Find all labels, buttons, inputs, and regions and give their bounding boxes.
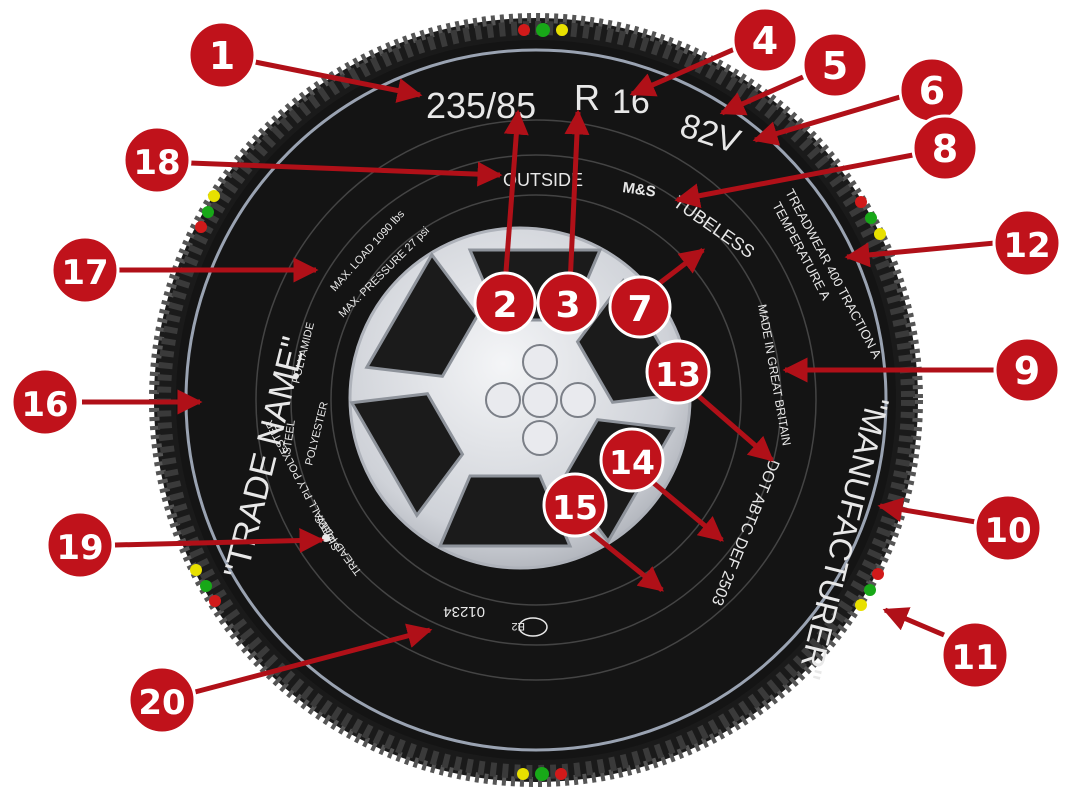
indicator-dot-green — [865, 212, 877, 224]
svg-text:12: 12 — [1003, 226, 1050, 266]
callout-20: 20 — [129, 667, 195, 733]
callout-13: 13 — [647, 341, 709, 403]
indicator-dot-green — [535, 767, 549, 781]
ply-bullet-dot — [293, 373, 299, 379]
callout-3: 3 — [538, 273, 598, 333]
indicator-dot-yellow — [190, 564, 202, 576]
svg-text:11: 11 — [951, 638, 998, 678]
construction-text: R — [574, 77, 600, 118]
hub-nut — [523, 383, 557, 417]
svg-text:20: 20 — [138, 683, 185, 723]
callout-17: 17 — [52, 237, 118, 303]
indicator-dot-red — [855, 196, 867, 208]
svg-text:10: 10 — [984, 511, 1031, 551]
svg-text:3: 3 — [555, 285, 580, 326]
ply-bullet-dot — [322, 534, 330, 542]
indicator-dot-green — [536, 23, 550, 37]
callout-9: 9 — [995, 338, 1059, 402]
svg-text:15: 15 — [552, 488, 598, 527]
arrow-11 — [885, 610, 944, 635]
svg-text:6: 6 — [919, 69, 945, 113]
indicator-dot-red — [209, 595, 221, 607]
svg-text:19: 19 — [56, 528, 103, 568]
callout-11: 11 — [942, 622, 1008, 688]
svg-text:16: 16 — [21, 385, 68, 425]
callout-10: 10 — [975, 495, 1041, 561]
callout-2: 2 — [475, 273, 535, 333]
indicator-dot-green — [864, 584, 876, 596]
callout-8: 8 — [913, 116, 977, 180]
callout-1: 1 — [189, 22, 255, 88]
indicator-dot-red — [195, 221, 207, 233]
approval-number-text: 01234 — [443, 603, 485, 620]
svg-text:7: 7 — [627, 289, 652, 330]
callout-18: 18 — [124, 127, 190, 193]
svg-text:8: 8 — [932, 127, 958, 171]
indicator-dot-yellow — [208, 190, 220, 202]
svg-text:4: 4 — [752, 19, 778, 63]
svg-text:5: 5 — [822, 44, 848, 88]
callout-19: 19 — [47, 512, 113, 578]
indicator-dot-yellow — [556, 24, 568, 36]
hub-nut — [523, 345, 557, 379]
svg-text:9: 9 — [1014, 349, 1040, 393]
indicator-dot-green — [202, 206, 214, 218]
approval-mark-text: E2 — [512, 620, 525, 632]
indicator-dot-yellow — [874, 228, 886, 240]
hub-nut — [561, 383, 595, 417]
svg-text:1: 1 — [209, 34, 235, 78]
callout-15: 15 — [544, 474, 606, 536]
callout-12: 12 — [994, 210, 1060, 276]
svg-text:18: 18 — [133, 143, 180, 183]
callout-6: 6 — [900, 58, 964, 122]
callout-4: 4 — [733, 8, 797, 72]
callout-14: 14 — [601, 429, 663, 491]
svg-text:2: 2 — [492, 285, 517, 326]
hub-nut — [486, 383, 520, 417]
indicator-dot-red — [518, 24, 530, 36]
callout-16: 16 — [12, 369, 78, 435]
svg-text:13: 13 — [655, 355, 701, 394]
callout-7: 7 — [610, 277, 670, 337]
svg-text:17: 17 — [61, 253, 108, 293]
indicator-dot-yellow — [517, 768, 529, 780]
indicator-dot-red — [872, 568, 884, 580]
indicator-dot-red — [555, 768, 567, 780]
callout-5: 5 — [803, 33, 867, 97]
hub-nut — [523, 421, 557, 455]
indicator-dot-green — [200, 580, 212, 592]
svg-text:14: 14 — [609, 443, 655, 482]
indicator-dot-yellow — [855, 599, 867, 611]
